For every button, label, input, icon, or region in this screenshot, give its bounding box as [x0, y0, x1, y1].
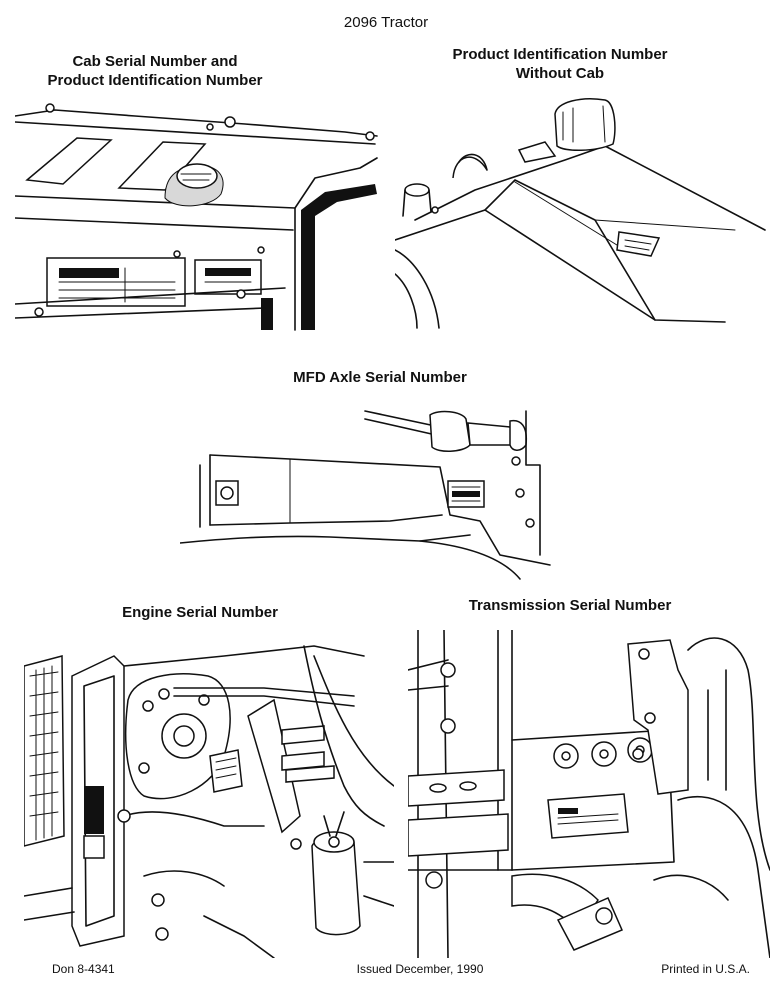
doc-number: Don 8-4341 — [52, 962, 115, 976]
mfd-caption: MFD Axle Serial Number — [293, 369, 467, 386]
issued-date: Issued December, 1990 — [356, 962, 484, 976]
transmission-caption: Transmission Serial Number — [468, 597, 672, 614]
printed-location: Printed in U.S.A. — [661, 962, 750, 976]
no-cab-caption-line2: Without Cab — [515, 65, 605, 82]
page-title: 2096 Tractor — [343, 14, 429, 31]
no-cab-caption: Product Identification Number Without Ca… — [420, 45, 700, 83]
cab-caption-line2: Product Identification Number — [47, 72, 263, 89]
cab-serial-illustration — [15, 103, 378, 331]
no-cab-caption-line1: Product Identification Number — [452, 46, 668, 63]
cab-caption-line1: Cab Serial Number and — [72, 53, 238, 70]
mfd-axle-illustration — [180, 410, 551, 580]
no-cab-illustration — [395, 98, 766, 329]
engine-illustration — [24, 645, 394, 958]
engine-caption: Engine Serial Number — [122, 604, 278, 621]
transmission-illustration — [408, 630, 770, 958]
cab-caption: Cab Serial Number and Product Identifica… — [40, 52, 270, 90]
